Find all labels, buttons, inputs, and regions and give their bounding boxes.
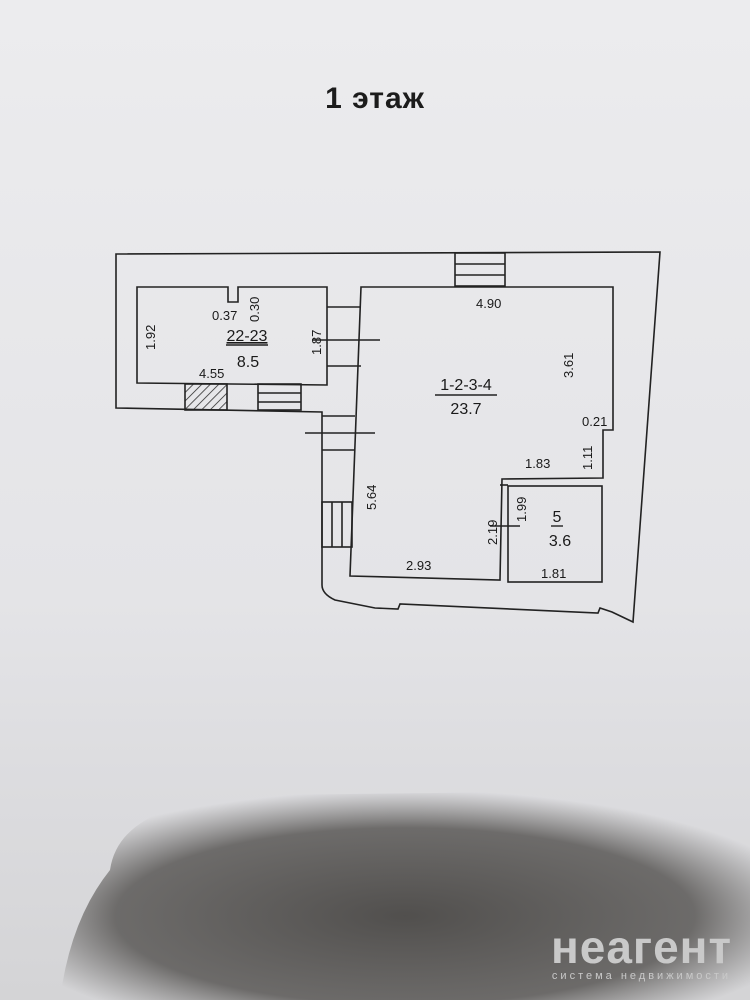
room-area-5: 3.6	[549, 533, 571, 550]
outer-wall	[115, 251, 661, 624]
dim-label: 1.83	[525, 456, 550, 471]
dim-label: 1.81	[541, 566, 566, 581]
watermark-logo: неагент система недвижимости	[551, 924, 732, 982]
watermark-name: неагент	[550, 921, 732, 973]
room-1-2-3-4-wall	[349, 286, 614, 581]
dim-label: 1.92	[143, 325, 158, 350]
passage-lower	[321, 415, 355, 548]
room-id-22-23: 22-23	[227, 328, 268, 345]
watermark-tagline: система недвижимости	[551, 970, 732, 982]
floor-title: 1 этаж	[325, 82, 425, 115]
dim-label: 2.93	[406, 558, 431, 573]
room-area-22-23: 8.5	[237, 354, 259, 371]
photo-shadow	[60, 790, 750, 1000]
room-id-1-2-3-4: 1-2-3-4	[440, 377, 492, 394]
dim-label: 4.90	[476, 296, 501, 311]
room-5-wall	[507, 485, 603, 583]
dim-label: 0.37	[212, 308, 237, 323]
dim-label: 1.99	[514, 497, 529, 522]
room-id-5: 5	[553, 509, 562, 526]
dim-label: 5.64	[364, 485, 379, 510]
stair-left	[257, 383, 302, 411]
stair-top	[454, 252, 506, 287]
dim-label: 2.19	[485, 520, 500, 545]
room-area-1-2-3-4: 23.7	[450, 401, 481, 418]
dim-label: 4.55	[199, 366, 224, 381]
passage-upper	[327, 306, 361, 367]
dim-label: 3.61	[561, 353, 576, 378]
dim-label: 0.21	[582, 414, 607, 429]
hatched-block	[184, 383, 228, 411]
dim-label: 1.11	[580, 446, 595, 470]
dim-label: 1.87	[309, 330, 324, 355]
dim-label: 0.30	[247, 297, 262, 322]
